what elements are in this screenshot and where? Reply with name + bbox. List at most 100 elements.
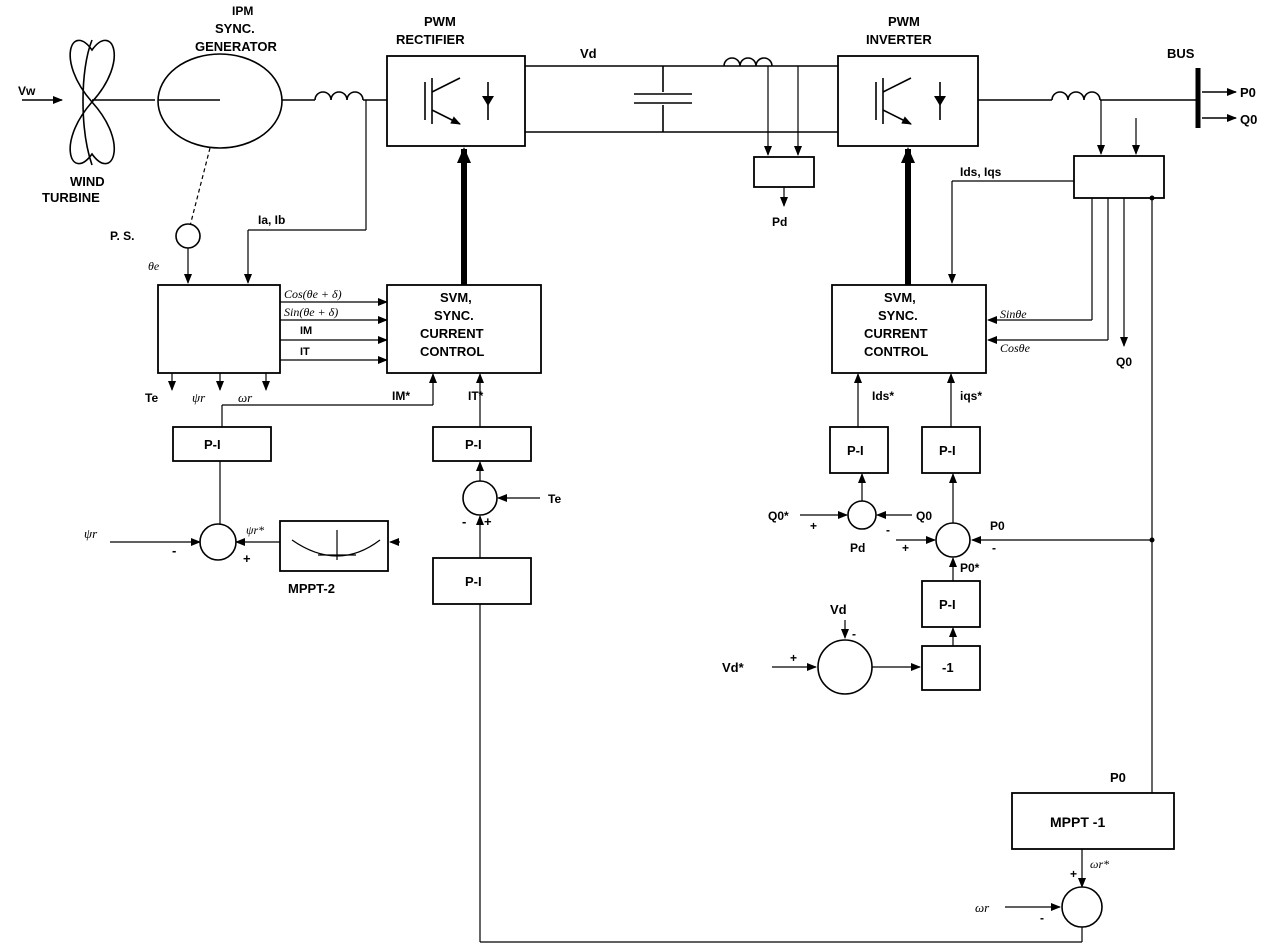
mppt1-block — [1011, 792, 1175, 850]
position-sensor — [175, 223, 201, 249]
inverting-gain-block — [921, 645, 981, 691]
mppt2-label: MPPT-2 — [288, 581, 335, 596]
p0-out-label: P0 — [1240, 85, 1256, 100]
svm-left-label-1: SVM, — [440, 290, 472, 305]
vd-plus-sign: + — [790, 651, 797, 665]
position-sensor-label: P. S. — [110, 229, 134, 243]
dc-power-calculator — [753, 156, 815, 188]
inverter-label-1: PWM — [888, 14, 920, 29]
p0-mppt-label: P0 — [1110, 770, 1126, 785]
vd-summing-junction — [817, 639, 873, 695]
p0-minus-sign: - — [992, 541, 996, 555]
generator-label-2: SYNC. — [215, 21, 255, 36]
turbine-label-1: WIND — [70, 174, 105, 189]
mppt1-label: MPPT -1 — [1050, 814, 1105, 830]
pwm-rectifier — [386, 55, 526, 147]
torque-feedback-label: Te — [548, 492, 561, 506]
igbt-inverter-icon — [875, 77, 946, 125]
bus-label: BUS — [1167, 46, 1195, 61]
flux-pi-controller — [172, 426, 272, 462]
active-power-summing-junction — [935, 522, 971, 558]
iqs-star-label: iqs* — [960, 389, 982, 403]
svm-right-label-1: SVM, — [884, 290, 916, 305]
vd-minus-sign: - — [852, 627, 856, 641]
pd-feedback-label: Pd — [850, 541, 865, 555]
vd-pi-label: P-I — [939, 597, 956, 612]
rectifier-label-1: PWM — [424, 14, 456, 29]
q0-star-label: Q0* — [768, 509, 789, 523]
speed-summing-junction — [1061, 886, 1103, 928]
speed-pi-controller — [432, 557, 532, 605]
omega-feedback-label: ωr — [975, 900, 990, 915]
dc-link-capacitor — [634, 66, 692, 132]
speed-minus-sign: - — [1040, 911, 1044, 925]
ids-pi-label: P-I — [847, 443, 864, 458]
q0-feedback-label: Q0 — [916, 509, 932, 523]
reactive-power-summing-junction — [847, 500, 877, 530]
grid-measurement-block — [1073, 155, 1165, 199]
svm-right-label-2: SYNC. — [878, 308, 918, 323]
flux-pi-label: P-I — [204, 437, 221, 452]
generator-label-1: IPM — [232, 4, 253, 18]
q0-side-label: Q0 — [1116, 355, 1132, 369]
turbine-label-2: TURBINE — [42, 190, 100, 205]
mppt-plus-sign: + — [1070, 867, 1077, 881]
omega-star-label: ωr* — [1090, 857, 1109, 871]
p0-star-label: P0* — [960, 561, 980, 575]
q0-minus-sign: - — [886, 523, 890, 537]
rectifier-label-2: RECTIFIER — [396, 32, 465, 47]
pwm-inverter — [837, 55, 979, 147]
flux-star-label: ψr* — [246, 523, 264, 537]
sin-theta-label: Sinθe — [1000, 307, 1027, 321]
svm-left-label-3: CURRENT — [420, 326, 484, 341]
ipm-generator — [157, 53, 283, 149]
igbt-rectifier-icon — [424, 77, 494, 125]
ia-ib-label: Ia, Ib — [258, 213, 285, 227]
torque-summing-junction — [462, 480, 498, 516]
wind-turbine — [69, 39, 155, 166]
sin-input-label: Sin(θe + δ) — [284, 305, 338, 319]
torque-minus-sign: - — [462, 514, 466, 529]
flux-plus-sign: + — [243, 551, 251, 566]
svm-current-control-right — [831, 284, 987, 374]
inverting-gain-label: -1 — [942, 660, 954, 675]
generator-label-3: GENERATOR — [195, 39, 277, 54]
im-star-label: IM* — [392, 389, 410, 403]
iqs-pi-label: P-I — [939, 443, 956, 458]
omega-out-label: ωr — [238, 390, 253, 405]
inverter-label-2: INVERTER — [866, 32, 932, 47]
cos-input-label: Cos(θe + δ) — [284, 287, 342, 301]
torque-plus-sign: + — [484, 514, 492, 529]
ids-iqs-label: Ids, Iqs — [960, 165, 1002, 179]
cos-theta-label: Cosθe — [1000, 341, 1031, 355]
speed-pi-label: P-I — [465, 574, 482, 589]
q0-out-label: Q0 — [1240, 112, 1257, 127]
ids-star-label: Ids* — [872, 389, 894, 403]
flux-summing-junction — [199, 523, 237, 561]
svm-current-control-left — [386, 284, 542, 374]
it-star-label: IT* — [468, 389, 484, 403]
generator-inductor — [314, 91, 364, 101]
ids-pi-controller — [829, 426, 889, 474]
vd-star-label: Vd* — [722, 660, 745, 675]
dc-voltage-label: Vd — [580, 46, 597, 61]
pd-plus-sign: + — [902, 541, 909, 555]
grid-inductor — [1051, 91, 1101, 101]
q0-plus-sign: + — [810, 519, 817, 533]
svm-right-label-4: CONTROL — [864, 344, 928, 359]
psi-out-label: ψr — [192, 390, 206, 405]
svm-left-label-4: CONTROL — [420, 344, 484, 359]
torque-pi-label: P-I — [465, 437, 482, 452]
torque-pi-controller — [432, 426, 532, 462]
wind-speed-label: Vw — [18, 84, 36, 98]
im-input-label: IM — [300, 325, 312, 337]
te-out-label: Te — [145, 391, 158, 405]
svm-right-label-3: CURRENT — [864, 326, 928, 341]
vector-transformation-block — [157, 284, 281, 374]
svm-left-label-2: SYNC. — [434, 308, 474, 323]
vd-feedback-label: Vd — [830, 602, 847, 617]
flux-minus-sign: - — [172, 543, 176, 558]
theta-e-label: θe — [148, 259, 160, 273]
dc-current-sensor — [723, 57, 773, 67]
